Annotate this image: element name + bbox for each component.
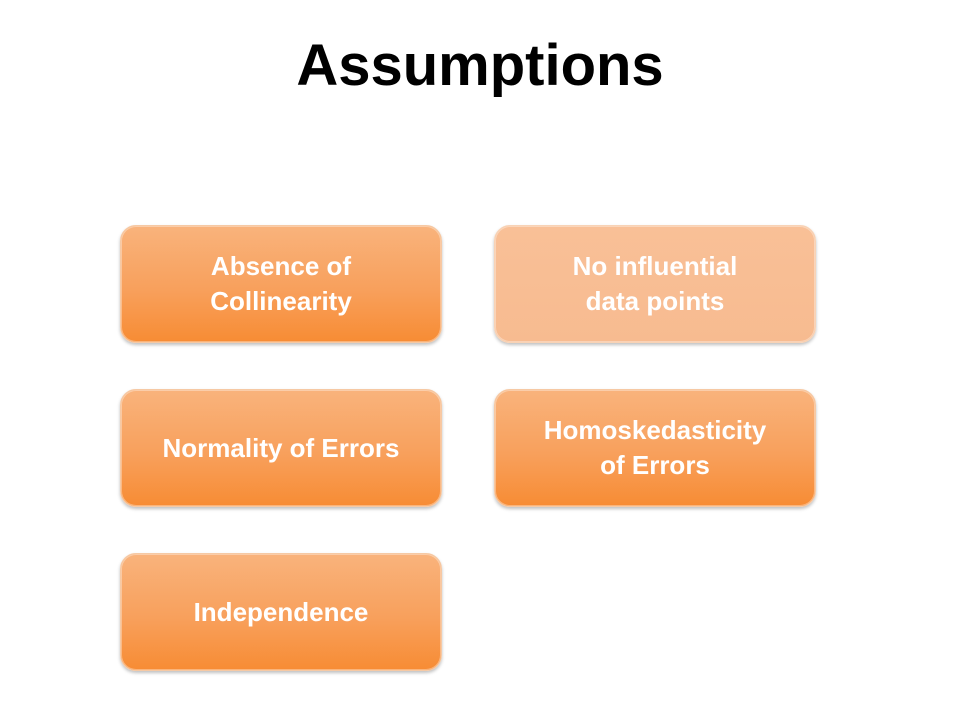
slide-title: Assumptions [296,33,664,98]
box-label: Homoskedasticity of Errors [543,415,767,480]
box-label: Normality of Errors [162,432,400,463]
box-normality-of-errors: Normality of Errors [120,389,442,507]
box-absence-of-collinearity: Absence of Collinearity [120,225,442,343]
box-no-influential-data-points: No influential data points [494,225,816,343]
box-label: No influential data points [572,251,738,316]
box-label: Absence of Collinearity [210,251,352,316]
box-label: Independence [193,596,369,627]
box-homoskedasticity-of-errors: Homoskedasticity of Errors [494,389,816,507]
box-independence: Independence [120,553,442,671]
